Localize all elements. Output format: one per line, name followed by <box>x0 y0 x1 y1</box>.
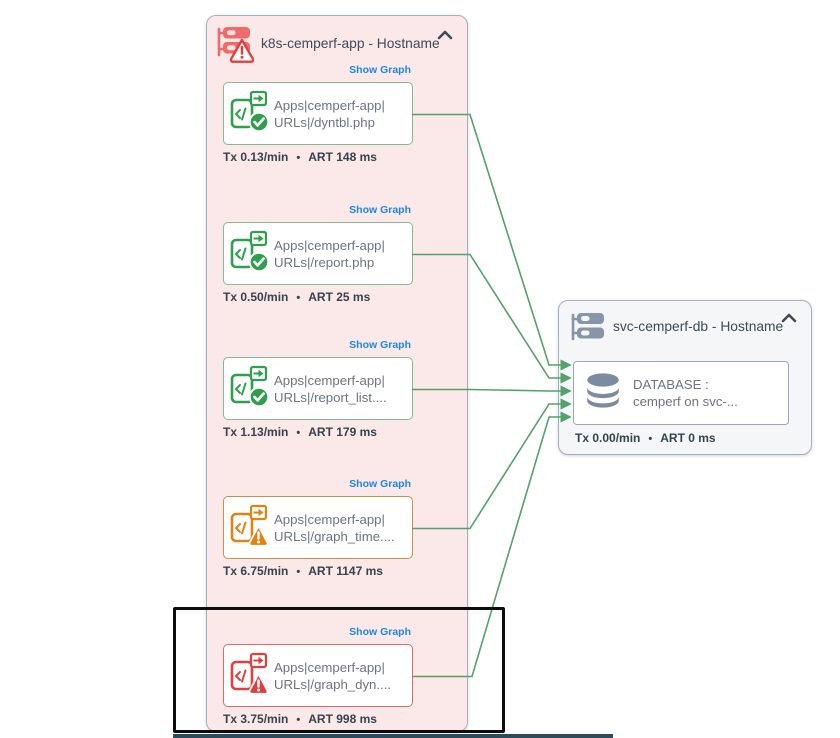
node-card-graph-time[interactable]: Apps|cemperf-app| URLs|/graph_time.... <box>223 496 413 559</box>
chevron-up-icon[interactable] <box>435 28 455 44</box>
url-transaction-icon <box>229 89 270 138</box>
art-value: ART 0 ms <box>660 431 716 445</box>
art-value: ART 25 ms <box>308 290 371 304</box>
server-warning-icon <box>215 23 257 70</box>
url-transaction-icon <box>229 229 270 278</box>
url-transaction-icon <box>229 364 270 413</box>
node-block: Show Graph <box>207 204 467 314</box>
show-graph-link[interactable]: Show Graph <box>349 64 411 76</box>
node-card-database[interactable]: DATABASE : cemperf on svc-... <box>573 361 789 425</box>
node-label: Apps|cemperf-app| URLs|/report.php <box>274 237 385 270</box>
check-circle-icon <box>248 251 270 273</box>
node-label: Apps|cemperf-app| URLs|/graph_dyn.... <box>274 659 392 692</box>
node-label: Apps|cemperf-app| URLs|/dyntbl.php <box>274 97 385 130</box>
group-svc-cemperf-db: svc-cemperf-db - Hostname DATABASE : cem… <box>558 300 812 455</box>
node-card-report-php[interactable]: Apps|cemperf-app| URLs|/report.php <box>223 222 413 285</box>
check-circle-icon <box>248 386 270 408</box>
node-block: Show Graph <box>207 478 467 588</box>
node-metrics: Tx 0.13/min•ART 148 ms <box>223 150 377 164</box>
database-icon <box>582 371 624 416</box>
node-metrics: Tx 0.00/min•ART 0 ms <box>575 431 716 445</box>
node-label: Apps|cemperf-app| URLs|/report_list.... <box>274 372 387 405</box>
exclamation-triangle-icon <box>248 525 269 547</box>
show-graph-link[interactable]: Show Graph <box>349 626 411 638</box>
group-title: svc-cemperf-db - Hostname <box>613 319 784 334</box>
url-transaction-icon <box>229 651 269 700</box>
node-block: Show Graph <box>207 64 467 174</box>
node-block: Show Graph <box>207 626 467 736</box>
art-value: ART 179 ms <box>308 425 377 439</box>
art-value: ART 1147 ms <box>308 564 383 578</box>
node-metrics: Tx 6.75/min•ART 1147 ms <box>223 564 383 578</box>
show-graph-link[interactable]: Show Graph <box>349 204 411 216</box>
node-card-report-list[interactable]: Apps|cemperf-app| URLs|/report_list.... <box>223 357 413 420</box>
tx-value: Tx 1.13/min <box>223 425 289 439</box>
art-value: ART 148 ms <box>308 150 377 164</box>
node-card-graph-dyn[interactable]: Apps|cemperf-app| URLs|/graph_dyn.... <box>223 644 413 707</box>
group-title: k8s-cemperf-app - Hostname <box>261 36 440 51</box>
show-graph-link[interactable]: Show Graph <box>349 339 411 351</box>
node-block: Show Graph <box>207 339 467 449</box>
tx-value: Tx 0.00/min <box>575 431 641 445</box>
tx-value: Tx 6.75/min <box>223 564 289 578</box>
tx-value: Tx 0.13/min <box>223 150 289 164</box>
chevron-up-icon[interactable] <box>779 311 799 327</box>
node-card-dyntbl-php[interactable]: Apps|cemperf-app| URLs|/dyntbl.php <box>223 82 413 145</box>
tx-value: Tx 3.75/min <box>223 712 289 726</box>
check-circle-icon <box>248 111 270 133</box>
node-metrics: Tx 0.50/min•ART 25 ms <box>223 290 371 304</box>
server-icon <box>569 309 609 352</box>
art-value: ART 998 ms <box>308 712 377 726</box>
bottom-bar <box>173 734 613 738</box>
tx-value: Tx 0.50/min <box>223 290 289 304</box>
exclamation-triangle-icon <box>248 673 269 695</box>
show-graph-link[interactable]: Show Graph <box>349 478 411 490</box>
node-metrics: Tx 1.13/min•ART 179 ms <box>223 425 377 439</box>
url-transaction-icon <box>229 503 269 552</box>
node-label: DATABASE : cemperf on svc-... <box>633 377 738 409</box>
node-label: Apps|cemperf-app| URLs|/graph_time.... <box>274 511 395 544</box>
group-k8s-cemperf-app: k8s-cemperf-app - Hostname Show Graph <box>206 15 468 732</box>
node-metrics: Tx 3.75/min•ART 998 ms <box>223 712 377 726</box>
